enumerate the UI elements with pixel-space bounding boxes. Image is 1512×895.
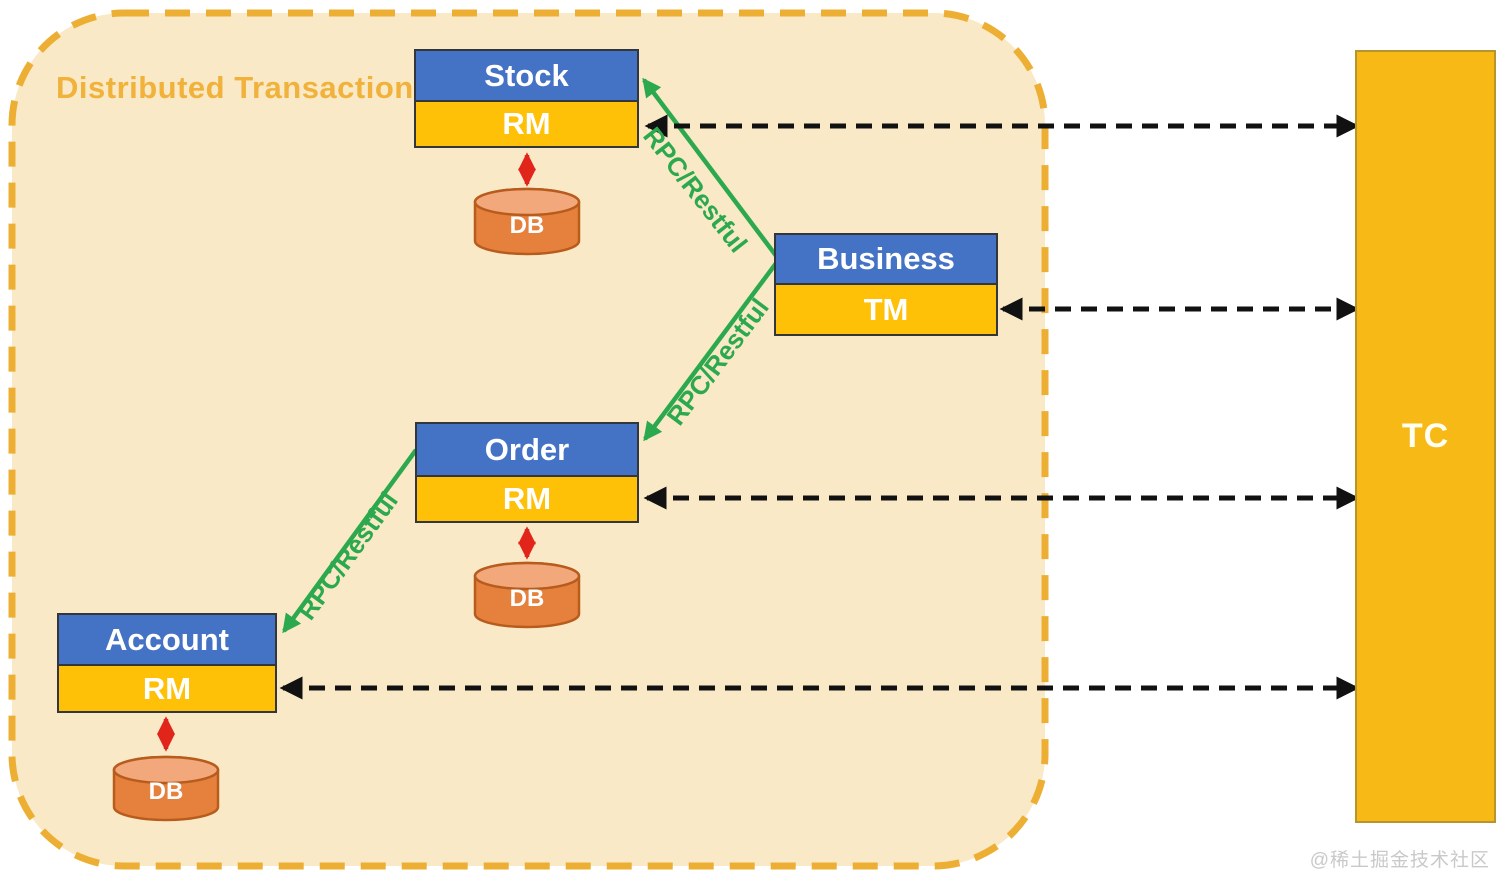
service-account-role: RM [57,666,277,713]
order-db-cylinder: DB [473,561,581,629]
service-order-role: RM [415,477,639,523]
service-order: Order RM [415,422,639,523]
service-order-name: Order [415,422,639,477]
watermark: @稀土掘金技术社区 [1309,850,1490,871]
service-stock-name: Stock [414,49,639,102]
service-account: Account RM [57,613,277,713]
stock-db-label: DB [510,212,545,239]
service-business-name: Business [774,233,998,285]
service-stock-role: RM [414,102,639,148]
stock-db-cylinder: DB [473,187,581,256]
rpc-arrow-business-to-stock [642,77,779,259]
account-db-label: DB [149,778,184,805]
transaction-coordinator: TC [1355,50,1496,823]
service-business: Business TM [774,233,998,336]
order-db-label: DB [510,585,545,612]
tc-label: TC [1401,417,1450,455]
service-account-name: Account [57,613,277,666]
account-db-cylinder: DB [112,755,220,822]
service-business-role: TM [774,285,998,336]
service-stock: Stock RM [414,49,639,148]
diagram-title: Distributed Transaction [56,70,414,105]
rpc-arrow-order-to-account [282,448,418,634]
rpc-arrow-business-to-order [643,260,779,442]
